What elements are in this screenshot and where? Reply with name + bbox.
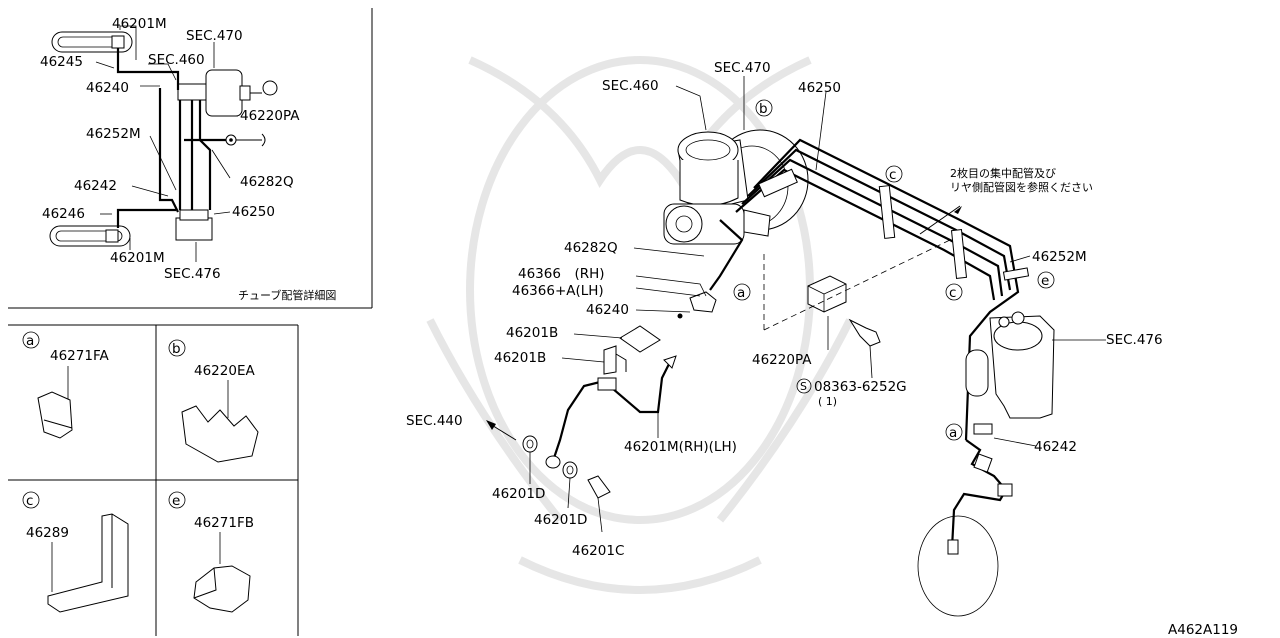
main-label-46220PA: 46220PA — [752, 352, 812, 368]
main-label-46201B-1: 46201B — [506, 325, 558, 341]
inset-label-sec476: SEC.476 — [164, 266, 221, 282]
callout-circle-b — [168, 339, 186, 357]
figure-code: A462A119 — [1168, 622, 1238, 638]
callout-c-2: c — [949, 285, 956, 301]
bracket-46289-icon — [47, 513, 129, 613]
inset-label-sec460: SEC.460 — [148, 52, 205, 68]
panel-borders — [8, 8, 373, 636]
inset-label-46252M: 46252M — [86, 126, 141, 142]
callout-a-1: a — [737, 285, 745, 301]
main-diagram — [486, 76, 1106, 617]
parts-table: a 46271FA b 46220EA c 46289 e 46271FB — [22, 331, 259, 613]
callout-circle-c — [22, 491, 40, 509]
inset-detail: 46201M 46245 SEC.470 SEC.460 46240 46220… — [40, 16, 336, 302]
table-part-46271FB: 46271FB — [194, 515, 254, 531]
inset-label-46240: 46240 — [86, 80, 129, 96]
clip-46271FB-icon — [193, 565, 251, 613]
callout-c-1: c — [889, 167, 896, 183]
main-label-46366A: 46366+A(LH) — [512, 283, 604, 299]
table-part-46271FA: 46271FA — [50, 348, 109, 364]
callout-e: e — [1041, 273, 1049, 289]
table-letter-a: a — [26, 333, 34, 349]
inset-label-46282Q: 46282Q — [240, 174, 294, 190]
main-label-46252M: 46252M — [1032, 249, 1087, 265]
reference-note-line1: 2枚目の集中配管及び — [950, 166, 1056, 180]
reference-note-line2: リヤ側配管図を参照ください — [950, 180, 1093, 194]
main-label-46201B-2: 46201B — [494, 350, 546, 366]
main-label-bolt-qty: ( 1) — [818, 395, 837, 408]
table-letter-b: b — [172, 341, 181, 357]
main-label-sec470: SEC.470 — [714, 60, 771, 76]
inset-label-46220PA: 46220PA — [240, 108, 300, 124]
main-label-sec460: SEC.460 — [602, 78, 659, 94]
inset-caption: チューブ配管詳細図 — [238, 288, 336, 302]
main-label-46366: 46366 (RH) — [518, 266, 605, 282]
main-label-46242: 46242 — [1034, 439, 1077, 455]
callout-circle-e — [168, 491, 186, 509]
clip-46271FA-icon — [37, 391, 73, 439]
main-label-46250: 46250 — [798, 80, 841, 96]
callout-b: b — [759, 101, 768, 117]
table-part-46289: 46289 — [26, 525, 69, 541]
clip-46220EA-icon — [181, 405, 259, 463]
main-callouts: b c c e a a — [733, 99, 1055, 441]
main-label-46201M: 46201M(RH)(LH) — [624, 439, 737, 455]
main-label-46282Q: 46282Q — [564, 240, 618, 256]
inset-label-46246: 46246 — [42, 206, 85, 222]
callout-circle-a — [22, 331, 40, 349]
main-label-46201D-2: 46201D — [534, 512, 587, 528]
inset-label-46201M-top: 46201M — [112, 16, 167, 32]
inset-label-46242: 46242 — [74, 178, 117, 194]
main-label-46201D-1: 46201D — [492, 486, 545, 502]
bolt-symbol-circle — [796, 378, 812, 394]
bolt-symbol: S — [800, 380, 807, 393]
inset-label-46245: 46245 — [40, 54, 83, 70]
table-part-46220EA: 46220EA — [194, 363, 255, 379]
table-letter-e: e — [172, 493, 180, 509]
main-label-46201C: 46201C — [572, 543, 624, 559]
main-label-46240: 46240 — [586, 302, 629, 318]
callout-a-2: a — [949, 425, 957, 441]
main-label-sec476: SEC.476 — [1106, 332, 1163, 348]
inset-label-46201M-bottom: 46201M — [110, 250, 165, 266]
inset-label-sec470: SEC.470 — [186, 28, 243, 44]
main-label-sec440: SEC.440 — [406, 413, 463, 429]
main-label-bolt: 08363-6252G — [814, 379, 907, 395]
table-letter-c: c — [26, 493, 33, 509]
inset-label-46250: 46250 — [232, 204, 275, 220]
